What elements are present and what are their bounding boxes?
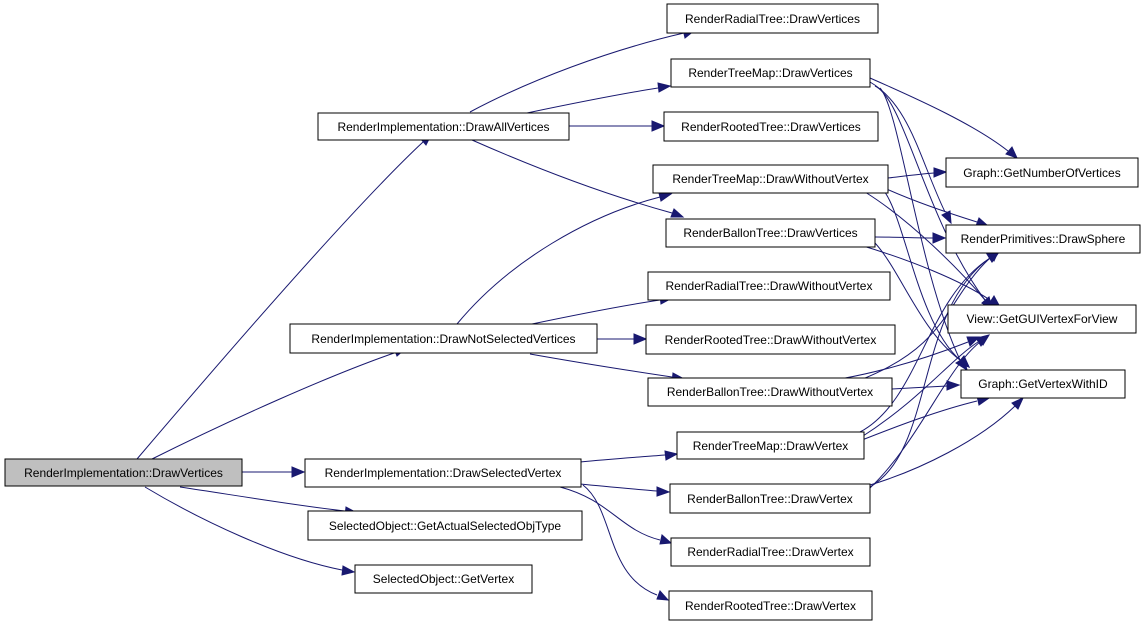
- node-rendertreemap-drawvertices[interactable]: RenderTreeMap::DrawVertices: [670, 58, 871, 88]
- edge-ballon-drawwithoutvertex-getguivertexforview: [839, 336, 981, 380]
- edge-drawvertices-getvertex: [144, 486, 356, 576]
- node-label: View::GetGUIVertexForView: [967, 312, 1118, 326]
- edge-ballon-drawvertices-getvertexwithid: [874, 242, 970, 368]
- node-graph-getnumberofvertices[interactable]: Graph::GetNumberOfVertices: [945, 157, 1139, 188]
- node-selectedobject-getactualselectedobjtype[interactable]: SelectedObject::GetActualSelectedObjType: [307, 510, 583, 541]
- node-label: RenderRadialTree::DrawVertices: [685, 12, 860, 26]
- edge-drawselected-treemap-drawvertex: [579, 450, 679, 463]
- node-rendertreemap-drawwithoutvertex[interactable]: RenderTreeMap::DrawWithoutVertex: [652, 164, 889, 194]
- node-renderballontree-drawvertices[interactable]: RenderBallonTree::DrawVertices: [665, 218, 876, 248]
- node-label: RenderImplementation::DrawSelectedVertex: [325, 466, 562, 480]
- edge-drawvertices-drawselectedvertex: [242, 466, 306, 478]
- node-selectedobject-getvertex[interactable]: SelectedObject::GetVertex: [354, 564, 533, 594]
- edge-drawallvertices-ballon-drawvertices: [471, 139, 685, 218]
- node-label: RenderImplementation::DrawVertices: [24, 466, 223, 480]
- edge-ballon-drawvertex-getguivertexforview: [869, 334, 991, 489]
- node-label: RenderBallonTree::DrawVertex: [687, 492, 853, 506]
- edge-drawselected-radial-drawvertex: [559, 486, 673, 545]
- node-rendertreemap-drawvertex[interactable]: RenderTreeMap::DrawVertex: [676, 431, 865, 460]
- edge-drawselected-rooted-drawvertex: [582, 484, 670, 601]
- node-renderimplementation-drawnotselectedvertices[interactable]: RenderImplementation::DrawNotSelectedVer…: [289, 323, 598, 354]
- node-graph-getvertexwithid[interactable]: Graph::GetVertexWithID: [960, 369, 1126, 399]
- edge-drawnotselected-rooted-drawwithoutvertex: [597, 333, 648, 345]
- node-label: RenderRadialTree::DrawVertex: [687, 545, 853, 559]
- edge-ballon-drawvertices-drawsphere: [874, 232, 947, 244]
- node-label: RenderRootedTree::DrawWithoutVertex: [665, 333, 877, 347]
- node-renderradialtree-drawwithoutvertex[interactable]: RenderRadialTree::DrawWithoutVertex: [647, 271, 891, 301]
- node-renderprimitives-drawsphere[interactable]: RenderPrimitives::DrawSphere: [945, 224, 1141, 254]
- node-label: RenderImplementation::DrawAllVertices: [337, 120, 549, 134]
- edge-drawallvertices-treemap-drawvertices: [526, 82, 672, 114]
- edge-treemap-drawvertices-getnumberofvertices: [869, 77, 1018, 159]
- node-label: RenderTreeMap::DrawVertex: [693, 439, 849, 453]
- edge-treemap-drawvertices-drawsphere: [869, 81, 952, 225]
- node-label: RenderBallonTree::DrawWithoutVertex: [667, 385, 873, 399]
- call-graph-nodes: RenderImplementation::DrawVertices Rende…: [4, 3, 1141, 621]
- node-label: SelectedObject::GetActualSelectedObjType: [329, 519, 561, 533]
- edge-drawvertices-drawallvertices: [136, 134, 432, 460]
- node-renderrootedtree-drawvertex[interactable]: RenderRootedTree::DrawVertex: [668, 590, 873, 621]
- edge-drawallvertices-radial-drawvertices: [469, 28, 697, 113]
- node-renderimplementation-drawvertices[interactable]: RenderImplementation::DrawVertices: [4, 458, 243, 487]
- node-label: Graph::GetNumberOfVertices: [963, 166, 1120, 180]
- node-renderradialtree-drawvertices[interactable]: RenderRadialTree::DrawVertices: [666, 3, 879, 34]
- node-label: RenderImplementation::DrawNotSelectedVer…: [311, 332, 575, 346]
- node-renderimplementation-drawallvertices[interactable]: RenderImplementation::DrawAllVertices: [317, 112, 570, 141]
- edge-drawselected-ballon-drawvertex: [579, 483, 671, 497]
- node-label: SelectedObject::GetVertex: [373, 572, 514, 586]
- edge-drawnotselected-treemap-drawwithoutvertex: [456, 192, 673, 325]
- edge-drawvertices-drawnotselectedvertices: [149, 347, 407, 461]
- node-label: RenderRadialTree::DrawWithoutVertex: [666, 279, 873, 293]
- node-label: RenderRootedTree::DrawVertices: [681, 120, 861, 134]
- node-label: RenderRootedTree::DrawVertex: [685, 599, 856, 613]
- edge-ballon-drawwithoutvertex-getvertexwithid: [891, 380, 961, 391]
- edge-treemap-drawwithoutvertex-getnumberofvertices: [887, 167, 948, 179]
- node-label: RenderPrimitives::DrawSphere: [961, 232, 1126, 246]
- node-renderrootedtree-drawwithoutvertex[interactable]: RenderRootedTree::DrawWithoutVertex: [645, 324, 896, 355]
- node-renderimplementation-drawselectedvertex[interactable]: RenderImplementation::DrawSelectedVertex: [304, 458, 582, 488]
- edge-drawallvertices-rooted-drawvertices: [569, 120, 666, 132]
- node-label: RenderBallonTree::DrawVertices: [683, 226, 857, 240]
- node-view-getguivertexforview[interactable]: View::GetGUIVertexForView: [947, 304, 1137, 334]
- node-label: Graph::GetVertexWithID: [978, 377, 1108, 391]
- node-renderradialtree-drawvertex[interactable]: RenderRadialTree::DrawVertex: [670, 537, 871, 567]
- node-label: RenderTreeMap::DrawWithoutVertex: [672, 172, 868, 186]
- node-renderballontree-drawvertex[interactable]: RenderBallonTree::DrawVertex: [669, 483, 871, 514]
- edge-ballon-drawvertex-getvertexwithid: [869, 396, 1025, 486]
- node-label: RenderTreeMap::DrawVertices: [688, 66, 852, 80]
- node-renderballontree-drawwithoutvertex[interactable]: RenderBallonTree::DrawWithoutVertex: [647, 377, 893, 407]
- node-renderrootedtree-drawvertices[interactable]: RenderRootedTree::DrawVertices: [663, 111, 879, 142]
